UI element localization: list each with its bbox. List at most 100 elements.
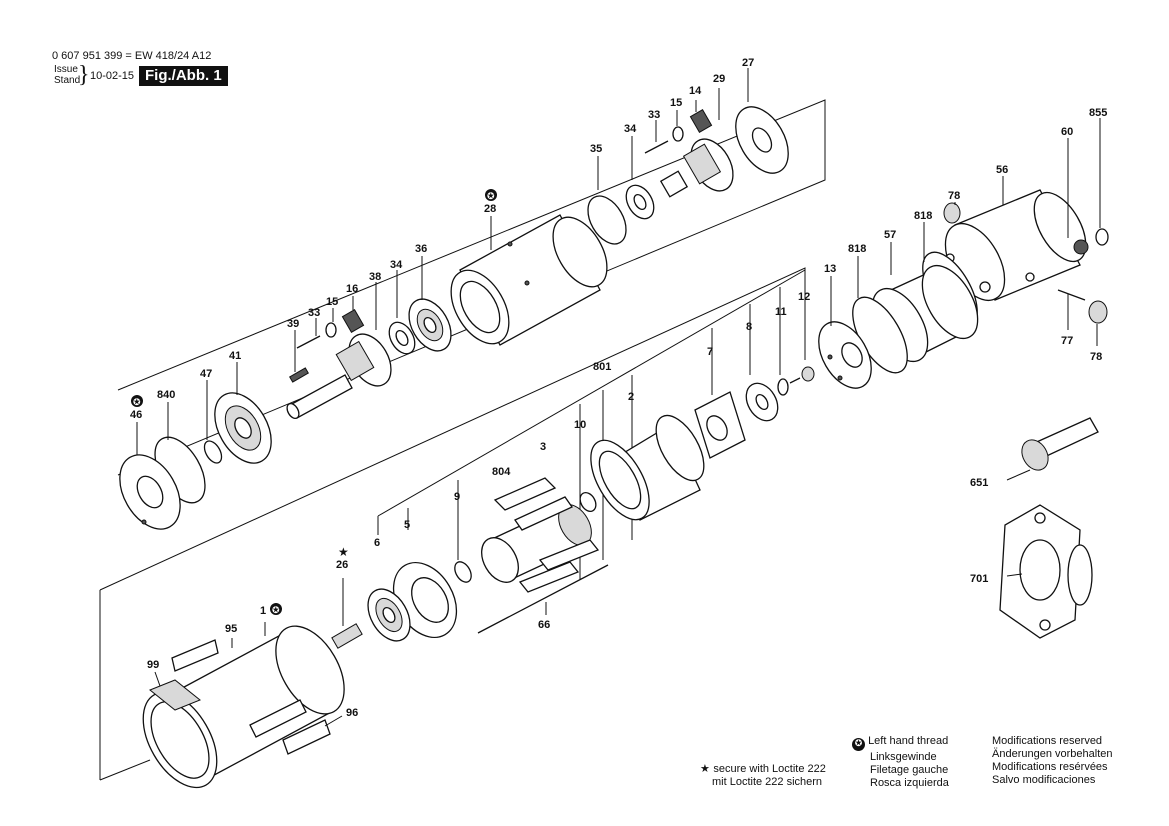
callout-96: 96 [346,707,358,719]
part-8-bearing [745,382,779,422]
loctite-note: ★ secure with Loctite 222 mit Loctite 22… [700,762,826,789]
part-12-screw [789,366,815,384]
left-hand-thread-icon: ✪ [852,738,865,751]
mod-es: Salvo modificaciones [992,774,1096,786]
part-47-ring [203,440,223,464]
star-icon: ★ [338,545,349,559]
part-804-rotor-blades [493,477,600,593]
callout-801: 801 [593,361,611,373]
part-33-pin-mid [296,335,321,349]
svg-text:★: ★ [338,545,349,559]
callout-57: 57 [884,229,896,241]
part-41-bearing [214,392,272,464]
callout-66: 66 [538,619,550,631]
part-26-pinion [331,623,363,649]
loctite-de: mit Loctite 222 sichern [712,776,823,788]
callout-7: 7 [707,346,713,358]
part-16-gear-mid [341,309,365,333]
lh-de: Linksgewinde [870,751,937,763]
lh-fr: Filetage gauche [870,764,949,776]
part-6-bearing [367,588,411,642]
callout-77: 77 [1061,335,1073,347]
callout-99: 99 [147,659,159,671]
callout-33-top: 33 [648,109,660,121]
callout-3: 3 [540,441,546,453]
lh-en: Left hand thread [868,735,949,747]
callout-818-mid: 818 [848,243,866,255]
part-14-gear [689,109,713,133]
callout-27: 27 [742,57,754,69]
callout-78-bottom: 78 [1090,351,1102,363]
brace-symbol: } [78,62,90,88]
left-hand-thread-note: ✪ Left hand thread Linksgewinde Filetage… [852,735,949,790]
callout-10: 10 [574,419,586,431]
svg-text:✪: ✪ [133,398,141,408]
callout-28: 28 [484,203,496,215]
callout-15-top: 15 [670,97,682,109]
part-651-hose-nipple [1021,417,1099,471]
part-2-cylinder [590,414,705,521]
callout-14: 14 [689,85,702,97]
part-46-nut [119,454,181,530]
mod-fr: Modifications resérvées [992,761,1108,773]
part-5-end-plate [392,561,458,639]
part-36-bearing [408,298,452,352]
callout-8: 8 [746,321,752,333]
part-855-ring [1095,228,1109,246]
part-1-motor-housing [142,625,345,789]
part-701-flange [999,504,1093,639]
lh-es: Rosca izquierda [870,777,949,789]
modifications-note: Modifications reserved Änderungen vorbeh… [992,735,1112,787]
callout-9: 9 [454,491,460,503]
callout-2: 2 [628,391,634,403]
callout-46: 46 [130,409,142,421]
loctite-en: secure with Loctite 222 [713,763,826,775]
callout-38: 38 [369,271,381,283]
callout-35: 35 [590,143,602,155]
part-10-washer [579,492,597,512]
callout-651: 651 [970,477,988,489]
part-34-washer-mid [388,321,416,355]
left-hand-thread-icon: ✪ [270,603,282,616]
callout-33-mid: 33 [308,307,320,319]
svg-text:✪: ✪ [487,192,495,202]
part-38-carrier-spindle [286,333,392,420]
part-9-washer [454,561,472,583]
callout-78-top: 78 [948,190,960,202]
part-33-pin-top [644,140,669,154]
callout-13: 13 [824,263,836,275]
part-35-snap-ring [587,195,627,245]
callout-95: 95 [225,623,237,635]
callout-39: 39 [287,318,299,330]
part-28-ring-gear-housing [450,214,608,346]
callout-1: 1 [260,605,266,617]
svg-text:✪: ✪ [272,606,280,616]
part-96-label [282,719,331,755]
callout-36: 36 [415,243,427,255]
callout-29: 29 [713,73,725,85]
part-60-silencer [1073,239,1089,255]
callout-804: 804 [492,466,511,478]
leader-lines [136,68,1101,727]
part-7-end-plate [694,391,746,459]
part-15-bush-top [672,126,684,142]
issue-label: Issue [54,64,78,75]
mod-de: Änderungen vorbehalten [992,748,1113,760]
part-number-line: 0 607 951 399 = EW 418/24 A12 [52,50,212,62]
part-27-washer [735,106,789,174]
callout-numbers: 27 29 14 15 33 34 35 28 36 34 38 16 15 3… [130,57,1107,719]
left-hand-thread-icon: ✪ [485,189,497,202]
part-3-rotor [481,504,592,583]
callout-11: 11 [775,306,787,318]
callout-818-top: 818 [914,210,932,222]
callout-12: 12 [798,291,810,303]
callout-5: 5 [404,519,410,531]
callout-15-mid: 15 [326,296,338,308]
part-15-bush-mid [325,322,337,338]
part-66-pin [477,564,609,634]
callout-47: 47 [200,368,212,380]
issue-stand-label: Issue Stand [54,64,80,86]
callout-56: 56 [996,164,1008,176]
part-78-plug-top [943,202,961,224]
